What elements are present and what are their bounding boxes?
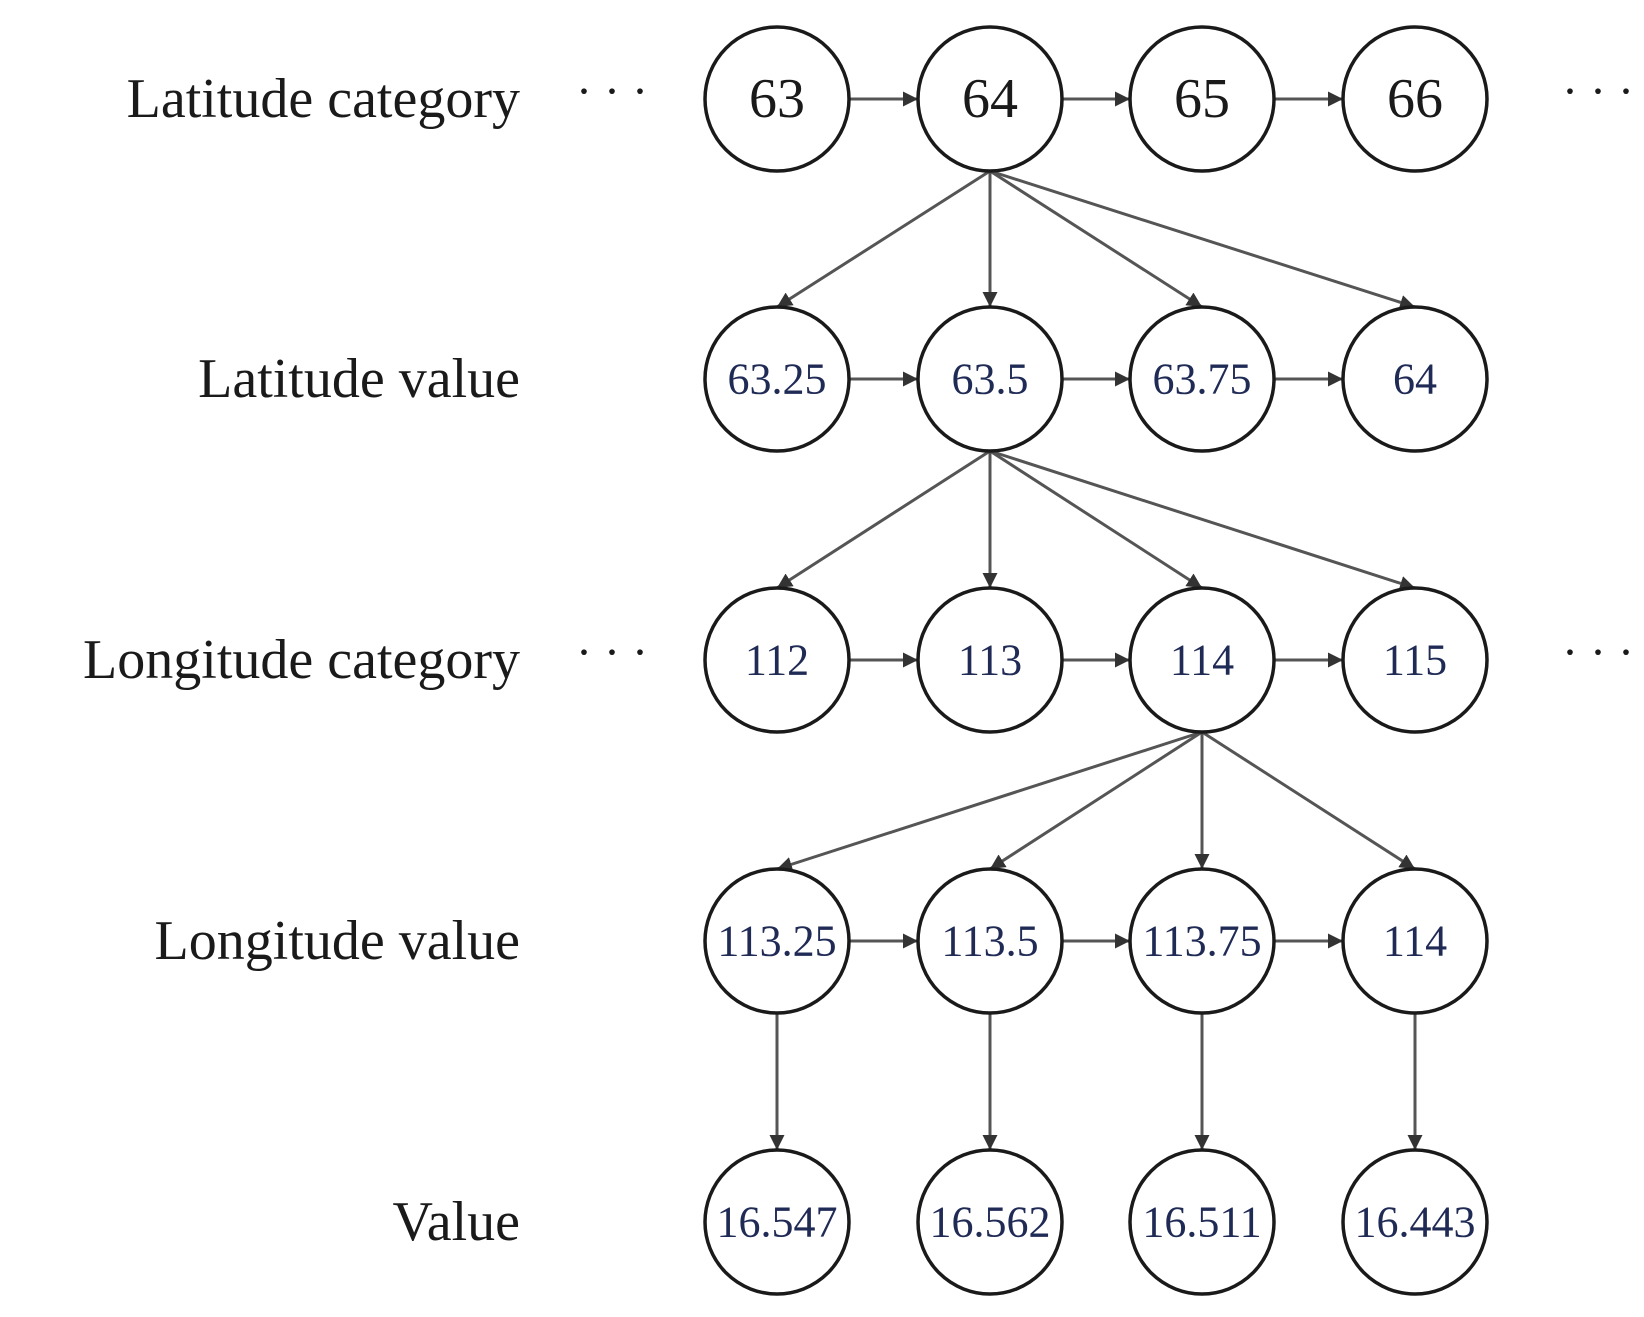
graph-node: 66 <box>1341 25 1489 173</box>
node-circle <box>1341 305 1489 453</box>
node-circle <box>703 1148 851 1296</box>
node-value: 16.562 <box>930 1198 1051 1247</box>
graph-node: 16.547 <box>703 1148 851 1296</box>
graph-node: 113 <box>916 586 1064 734</box>
row-label: Latitude category <box>127 68 520 130</box>
node-value: 63.75 <box>1153 355 1252 404</box>
graph-node: 16.562 <box>916 1148 1064 1296</box>
ellipsis-left: · · · <box>576 626 648 679</box>
edges-layer <box>769 91 1423 1150</box>
fanout-arrow <box>776 730 1203 872</box>
node-value: 16.547 <box>717 1198 838 1247</box>
node-circle <box>916 586 1064 734</box>
node-circle <box>703 305 851 453</box>
row-label: Latitude value <box>198 348 520 410</box>
fanout-arrow <box>776 449 991 590</box>
row-label: Value <box>392 1191 520 1253</box>
node-circle <box>703 586 851 734</box>
node-value: 113.5 <box>941 917 1038 966</box>
node-circle <box>1341 586 1489 734</box>
fanout-arrow <box>776 169 991 309</box>
node-value: 65 <box>1174 68 1230 130</box>
node-value: 63 <box>749 68 805 130</box>
ellipsis-right: · · · <box>1562 65 1634 118</box>
graph-node: 113.5 <box>916 867 1064 1015</box>
row-label: Longitude value <box>155 910 520 972</box>
row-labels: Latitude category · · · · · · Latitude valu… <box>83 65 1634 1253</box>
graph-node: 64 <box>1341 305 1489 453</box>
node-value: 113 <box>958 636 1022 685</box>
node-value: 64 <box>962 68 1018 130</box>
graph-node: 113.75 <box>1128 867 1276 1015</box>
node-value: 16.511 <box>1142 1198 1261 1247</box>
node-value: 114 <box>1383 917 1447 966</box>
ellipsis-right: · · · <box>1562 626 1634 679</box>
nodes-layer: 63 64 65 66 63.25 63.5 63.75 64 112 113 114 115 113.… <box>703 25 1489 1296</box>
graph-node: 63.5 <box>916 305 1064 453</box>
graph-node: 114 <box>1128 586 1276 734</box>
node-value: 113.25 <box>717 917 836 966</box>
fanout-arrow <box>989 449 1416 591</box>
graph-node: 63 <box>703 25 851 173</box>
graph-node: 115 <box>1341 586 1489 734</box>
node-circle <box>916 867 1064 1015</box>
node-circle <box>703 25 851 173</box>
node-value: 114 <box>1170 636 1234 685</box>
graph-node: 63.75 <box>1128 305 1276 453</box>
graph-node: 64 <box>916 25 1064 173</box>
node-circle <box>916 25 1064 173</box>
node-value: 16.443 <box>1355 1198 1476 1247</box>
node-value: 113.75 <box>1142 917 1261 966</box>
graph-node: 16.443 <box>1341 1148 1489 1296</box>
graph-node: 112 <box>703 586 851 734</box>
node-circle <box>1341 25 1489 173</box>
node-circle <box>916 1148 1064 1296</box>
node-circle <box>916 305 1064 453</box>
graph-node: 113.25 <box>703 867 851 1015</box>
node-value: 63.25 <box>728 355 827 404</box>
node-circle <box>1341 1148 1489 1296</box>
node-circle <box>703 867 851 1015</box>
fanout-arrow <box>989 449 1203 590</box>
node-value: 66 <box>1387 68 1443 130</box>
node-value: 63.5 <box>952 355 1029 404</box>
node-circle <box>1128 586 1276 734</box>
graph-node: 16.511 <box>1128 1148 1276 1296</box>
node-value: 64 <box>1393 355 1437 404</box>
graph-node: 63.25 <box>703 305 851 453</box>
ellipsis-left: · · · <box>576 65 648 118</box>
fanout-arrow <box>989 169 1416 310</box>
graph-node: 114 <box>1341 867 1489 1015</box>
graph-node: 65 <box>1128 25 1276 173</box>
node-value: 115 <box>1383 636 1447 685</box>
node-circle <box>1128 305 1276 453</box>
node-value: 112 <box>745 636 809 685</box>
row-label: Longitude category <box>83 629 520 691</box>
fanout-arrow <box>989 730 1203 871</box>
node-circle <box>1128 867 1276 1015</box>
node-circle <box>1128 1148 1276 1296</box>
fanout-arrow <box>1201 730 1416 871</box>
fanout-arrow <box>989 169 1203 309</box>
node-circle <box>1128 25 1276 173</box>
node-circle <box>1341 867 1489 1015</box>
